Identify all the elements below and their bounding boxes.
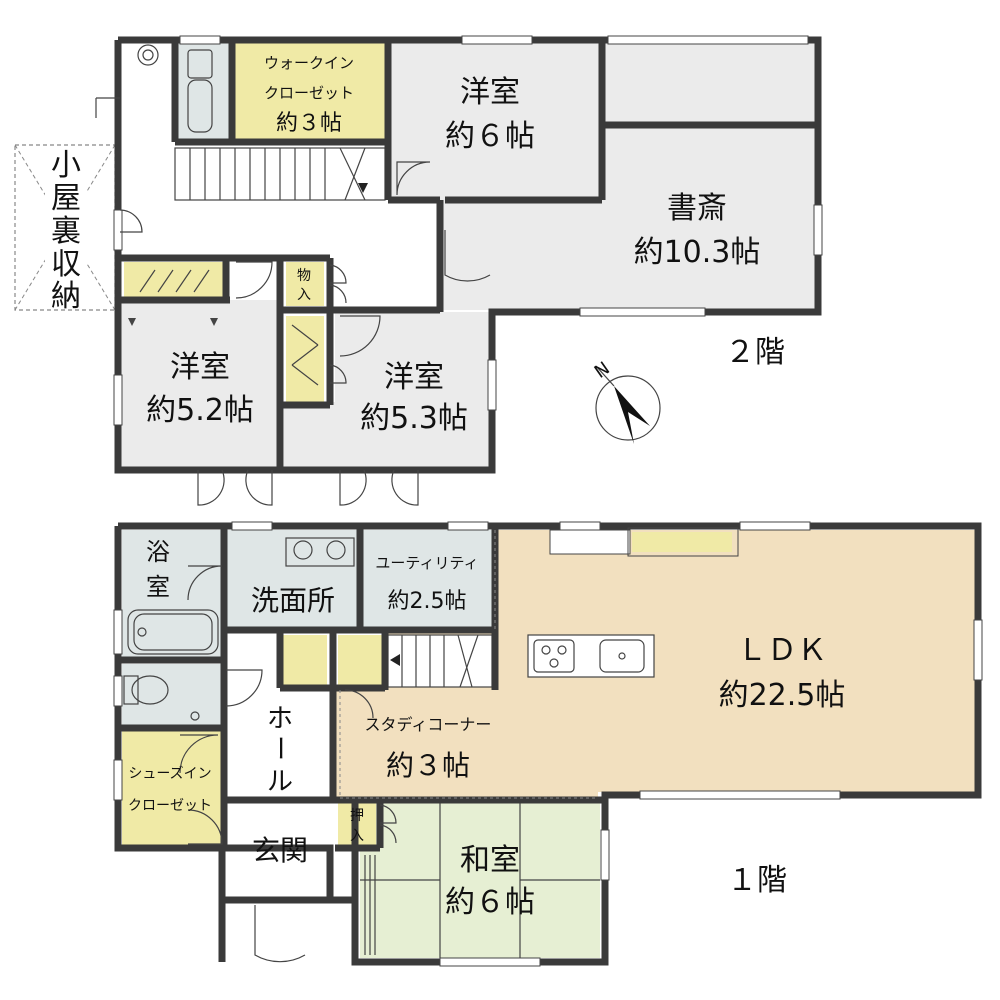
hall-label-1: ホ: [267, 704, 293, 734]
windows-1f: [113, 521, 983, 967]
room-fill-cl-1: [283, 635, 327, 685]
ldk-name: ＬＤＫ: [737, 633, 827, 668]
oshiire-label-1: 押: [350, 808, 364, 824]
room-fill-cl-2: [338, 635, 382, 685]
shoes-closet-label-1: シューズイン: [128, 766, 211, 782]
room-fill-storage: [286, 262, 324, 306]
walkin-closet-label-1: ウォークイン: [264, 54, 354, 72]
room-fill-utility: [362, 530, 492, 628]
first-floor: 浴 室 洗面所 ユーティリティ 約2.5帖 ＬＤＫ 約22.5帖 スタディコーナ…: [113, 521, 983, 967]
sink-icon: [285, 537, 355, 567]
floor-label-2f: ２階: [725, 335, 785, 370]
study-corner-name: スタディコーナー: [365, 715, 492, 734]
utility-name: ユーティリティ: [375, 554, 478, 572]
walkin-closet-size: 約３帖: [276, 111, 342, 136]
utility-size: 約2.5帖: [388, 589, 467, 614]
attic-storage: 小 屋 裏 収 納: [14, 144, 116, 314]
room-fill-western-52: [120, 300, 278, 468]
doors-1f: [179, 565, 397, 963]
room-fill-toilet-1f: [122, 664, 222, 726]
attic-label-4: 収: [51, 247, 81, 282]
washitsu-size: 約６帖: [445, 885, 535, 920]
study-name: 書斎: [667, 191, 727, 226]
room-fill-western-53: [284, 312, 492, 468]
toilet-1f-icon: [123, 675, 200, 721]
room-fill-closet-53: [286, 316, 324, 402]
walls-2f: [114, 36, 822, 474]
floor-label-1f: １階: [727, 863, 787, 898]
walkin-closet-label-2: クローゼット: [264, 84, 354, 102]
attic-label-1: 小: [51, 148, 81, 183]
oshiire-label-2: 入: [350, 828, 364, 844]
storage-label-1: 物: [297, 268, 311, 284]
bath-label-2: 室: [146, 573, 170, 601]
windows-2f: [113, 35, 823, 426]
labels-2f: ウォークイン クローゼット 約３帖 洋室 約６帖 書斎 約10.3帖 洋室 約5…: [146, 54, 785, 436]
bathtub-icon: [127, 609, 219, 655]
stairs-2f: [174, 147, 386, 201]
western-53-name: 洋室: [384, 360, 444, 395]
tatami-lines: [360, 802, 600, 958]
kitchen-counter-icon: [527, 634, 655, 678]
closet-hatch-2f: [128, 269, 319, 386]
study-size: 約10.3帖: [634, 235, 761, 270]
room-fill-shoes-closet: [122, 730, 222, 846]
second-floor: 小 屋 裏 収 納: [14, 35, 823, 506]
room-fill-bath: [122, 530, 222, 658]
attic-label-5: 納: [51, 279, 81, 314]
hall-label-2: ー: [264, 735, 294, 761]
attic-label-2: 屋: [51, 181, 81, 216]
doors-2f: [95, 97, 491, 506]
ldk-size: 約22.5帖: [719, 678, 846, 713]
western-52-size: 約5.2帖: [146, 393, 254, 428]
labels-1f: 浴 室 洗面所 ユーティリティ 約2.5帖 ＬＤＫ 約22.5帖 スタディコーナ…: [128, 538, 845, 920]
shoes-closet-label-2: クローゼット: [128, 798, 212, 814]
western-6-size: 約６帖: [445, 119, 535, 154]
room-fill-closet-52: [124, 262, 226, 302]
room-fill-toilet-2f: [178, 42, 230, 142]
room-fill-walkin-closet: [232, 42, 386, 142]
stairs-1f: [387, 634, 493, 688]
hall-label-3: ル: [267, 767, 293, 797]
western-53-size: 約5.3帖: [360, 401, 468, 436]
room-fill-study: [442, 125, 815, 310]
washitsu-name: 和室: [460, 843, 520, 878]
attic-label-3: 裏: [51, 214, 81, 249]
entrance-name: 玄関: [252, 834, 308, 867]
study-corner-size: 約３帖: [386, 749, 470, 782]
western-6-name: 洋室: [460, 75, 520, 110]
north-arrow-icon: N: [591, 358, 661, 444]
room-fill-washroom: [226, 530, 360, 628]
compass-label: N: [591, 358, 614, 383]
washroom-name: 洗面所: [251, 584, 335, 617]
bath-label-1: 浴: [146, 538, 170, 566]
western-52-name: 洋室: [170, 350, 230, 385]
toilet-2f-icon: [137, 44, 213, 133]
storage-label-2: 入: [297, 287, 311, 303]
room-fill-ldk-window: [632, 532, 732, 552]
